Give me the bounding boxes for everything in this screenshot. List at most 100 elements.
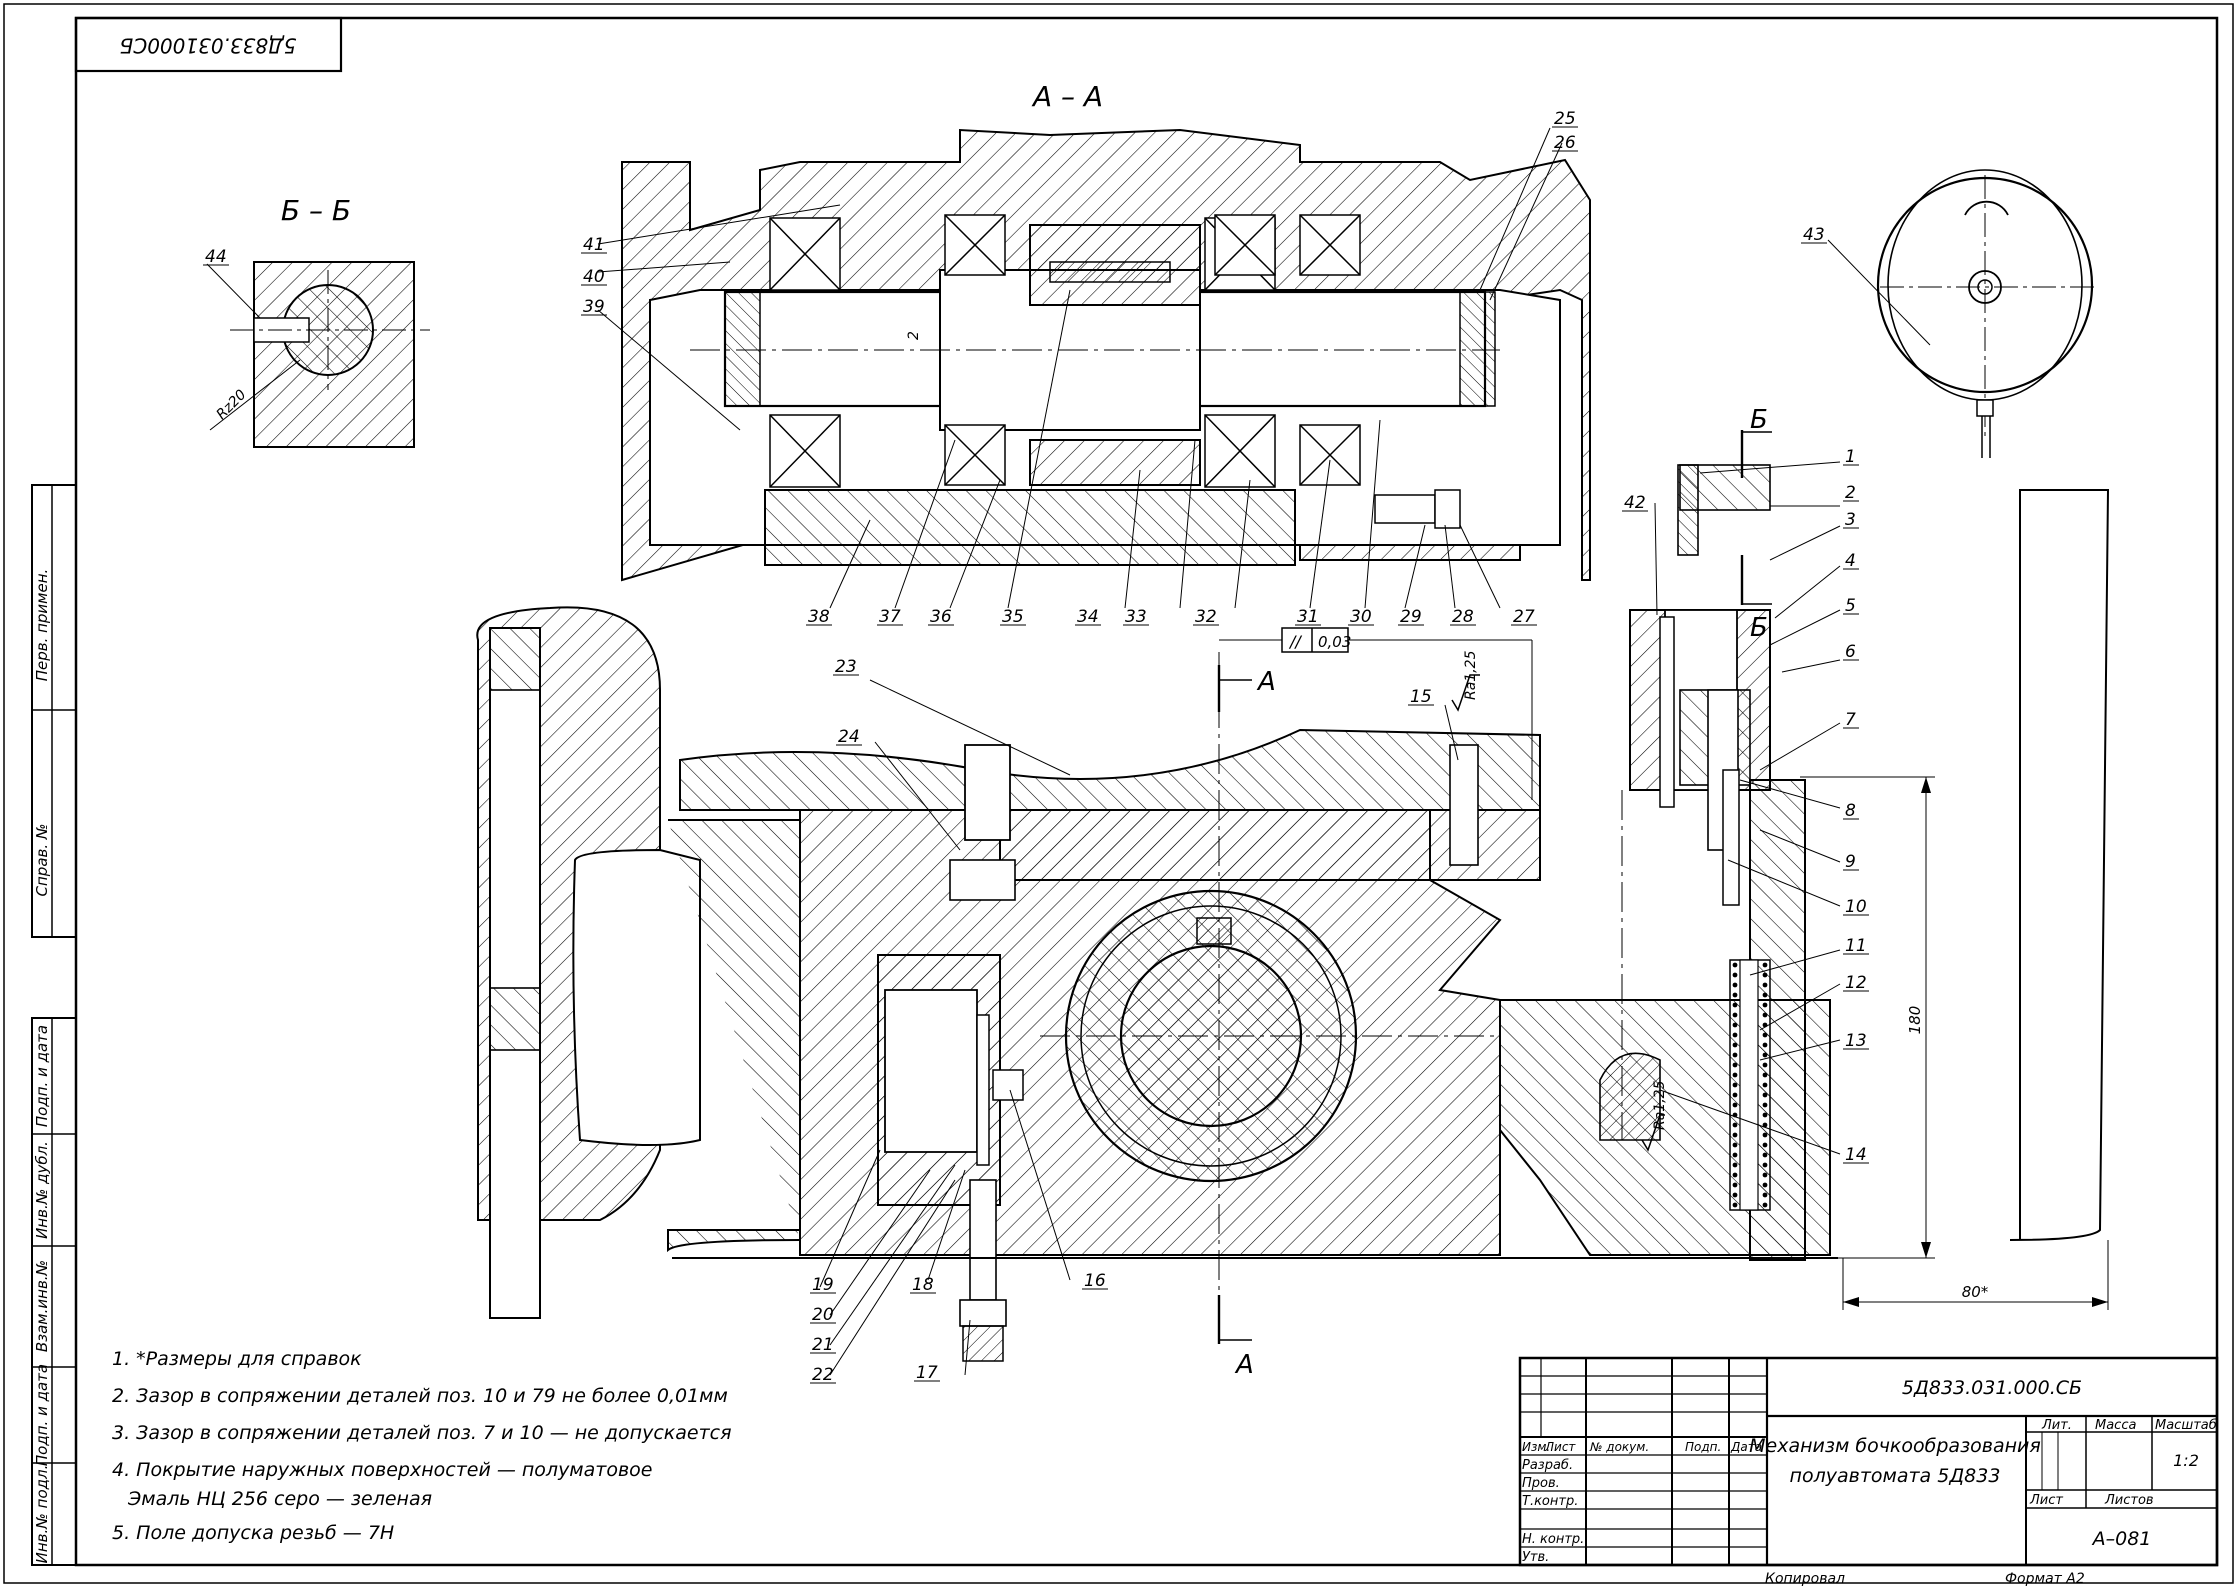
callout-36: 36 xyxy=(930,607,952,627)
roughness-1-label: Ra1,25 xyxy=(1463,650,1479,700)
stamp-vzam-inv: Взам.инв.№ xyxy=(33,1260,51,1352)
tb-name-line1: Механизм бочкообразования xyxy=(1749,1435,2041,1457)
tb-masshtab: Масштаб xyxy=(2155,1418,2217,1433)
tb-col-doc: № докум. xyxy=(1589,1440,1649,1454)
callout-18: 18 xyxy=(912,1275,934,1295)
left-side-stamp: Перв. примен. Справ. № Подп. и дата Инв.… xyxy=(31,484,77,1566)
stamp-podp-data-2: Подп. и дата xyxy=(33,1364,51,1466)
stamp-sprav: Справ. № xyxy=(33,824,51,897)
tb-format-code: А–081 xyxy=(2091,1528,2152,1550)
callout-4: 4 xyxy=(1845,551,1856,571)
callout-24: 24 xyxy=(838,727,860,747)
callout-43: 43 xyxy=(1803,225,1825,245)
callout-26: 26 xyxy=(1554,133,1576,153)
callout-29: 29 xyxy=(1400,607,1422,627)
dimension-180: 180 xyxy=(1800,776,1935,1259)
callout-34: 34 xyxy=(1077,607,1099,627)
gap-dimension: 2 xyxy=(906,331,922,340)
callout-44: 44 xyxy=(205,247,227,267)
section-a-a: А – А 2 xyxy=(621,80,1591,582)
tb-lit: Лит. xyxy=(2041,1418,2072,1433)
callout-23: 23 xyxy=(835,657,857,677)
callout-22: 22 xyxy=(812,1365,834,1385)
callout-12: 12 xyxy=(1845,973,1867,993)
callout-28: 28 xyxy=(1452,607,1474,627)
cut-marker-b-bottom: Б xyxy=(1740,555,1772,643)
callout-10: 10 xyxy=(1845,897,1867,917)
title-block: Изм. Лист № докум. Подп. Дата Разраб. Пр… xyxy=(1518,1356,2219,1587)
dimension-80-value: 80* xyxy=(1962,1283,1989,1301)
callout-25: 25 xyxy=(1554,109,1576,129)
stamp-inv-dubl: Инв.№ дубл. xyxy=(33,1141,51,1239)
main-section xyxy=(476,464,2110,1362)
callout-11: 11 xyxy=(1845,936,1867,956)
tb-col-izm: Изм. xyxy=(1522,1440,1550,1454)
tb-col-data: Дата xyxy=(1730,1440,1762,1454)
callout-21: 21 xyxy=(812,1335,834,1355)
stamp-podp-data-1: Подп. и дата xyxy=(33,1025,51,1127)
note-4-cont: Эмаль НЦ 256 серо — зеленая xyxy=(128,1488,433,1510)
callout-8: 8 xyxy=(1845,801,1856,821)
tb-col-podp: Подп. xyxy=(1685,1440,1721,1454)
callout-30: 30 xyxy=(1350,607,1372,627)
dimension-180-value: 180 xyxy=(1906,1006,1924,1035)
callout-5: 5 xyxy=(1845,596,1856,616)
cut-a-top-label: А xyxy=(1256,667,1276,697)
dimension-80: 80* xyxy=(1842,1240,2109,1310)
note-1: 1. *Размеры для справок xyxy=(112,1348,362,1370)
callout-41: 41 xyxy=(583,235,605,255)
section-a-a-title: А – А xyxy=(1031,80,1103,113)
callout-15: 15 xyxy=(1410,687,1432,707)
callout-1: 1 xyxy=(1845,447,1856,467)
callout-2: 2 xyxy=(1845,483,1856,503)
note-5: 5. Поле допуска резьб — 7Н xyxy=(112,1522,395,1544)
tb-name-line2: полуавтомата 5Д833 xyxy=(1790,1465,2001,1487)
callout-38: 38 xyxy=(808,607,830,627)
rotated-designation-box: 5Д833.031000СБ xyxy=(74,16,343,73)
callout-7: 7 xyxy=(1845,710,1856,730)
note-3: 3. Зазор в сопряжении деталей поз. 7 и 1… xyxy=(112,1422,732,1444)
callout-27: 27 xyxy=(1513,607,1535,627)
tb-row-tkontr: Т.контр. xyxy=(1522,1494,1578,1509)
cut-b-bottom-label: Б xyxy=(1750,613,1768,643)
parallelism-tolerance: // 0,03 xyxy=(1219,627,1533,800)
tb-sheet: Лист xyxy=(2029,1493,2063,1508)
rotated-designation: 5Д833.031000СБ xyxy=(120,34,297,58)
roughness-bb: Rz20 xyxy=(214,387,250,423)
section-b-b-title: Б – Б xyxy=(281,194,351,227)
callout-13: 13 xyxy=(1845,1031,1867,1051)
callout-37: 37 xyxy=(879,607,901,627)
callout-3: 3 xyxy=(1845,510,1856,530)
view-43 xyxy=(1827,169,2095,458)
callout-39: 39 xyxy=(583,297,605,317)
tb-kopiroval: Копировал xyxy=(1765,1571,1845,1587)
parallelism-value: 0,03 xyxy=(1318,633,1351,651)
note-4: 4. Покрытие наружных поверхностей — полу… xyxy=(112,1459,653,1481)
tb-sheets: Листов xyxy=(2104,1493,2154,1508)
tb-row-razrab: Разраб. xyxy=(1522,1458,1573,1473)
cut-a-bottom-label: А xyxy=(1234,1350,1254,1380)
tb-designation: 5Д833.031.000.СБ xyxy=(1902,1377,2082,1399)
stamp-inv-podl: Инв.№ подл. xyxy=(33,1465,51,1564)
section-b-b: Б – Б Rz20 xyxy=(206,194,430,448)
callout-leaders-main xyxy=(819,461,1841,1376)
tb-row-utv: Утв. xyxy=(1522,1550,1549,1565)
callout-32: 32 xyxy=(1195,607,1217,627)
tb-col-list: Лист xyxy=(1544,1440,1576,1454)
callout-16: 16 xyxy=(1084,1271,1106,1291)
callout-labels: 1234567891011121314151617181920212223242… xyxy=(203,109,1869,1385)
parallelism-symbol: // xyxy=(1288,632,1302,651)
cut-b-top-label: Б xyxy=(1750,405,1768,435)
callout-20: 20 xyxy=(812,1305,834,1325)
note-2: 2. Зазор в сопряжении деталей поз. 10 и … xyxy=(112,1385,728,1407)
tb-row-nkontr: Н. контр. xyxy=(1522,1532,1584,1547)
stamp-perv-primen: Перв. примен. xyxy=(33,569,51,682)
cut-marker-a-top: А xyxy=(1217,665,1276,712)
cut-marker-a-bottom: А xyxy=(1217,1295,1254,1380)
callout-leaders-aa xyxy=(597,127,1563,609)
roughness-1: Ra1,25 xyxy=(1451,650,1480,712)
callout-40: 40 xyxy=(583,267,605,287)
tb-format: Формат А2 xyxy=(2005,1571,2085,1587)
tb-massa: Масса xyxy=(2095,1418,2136,1433)
